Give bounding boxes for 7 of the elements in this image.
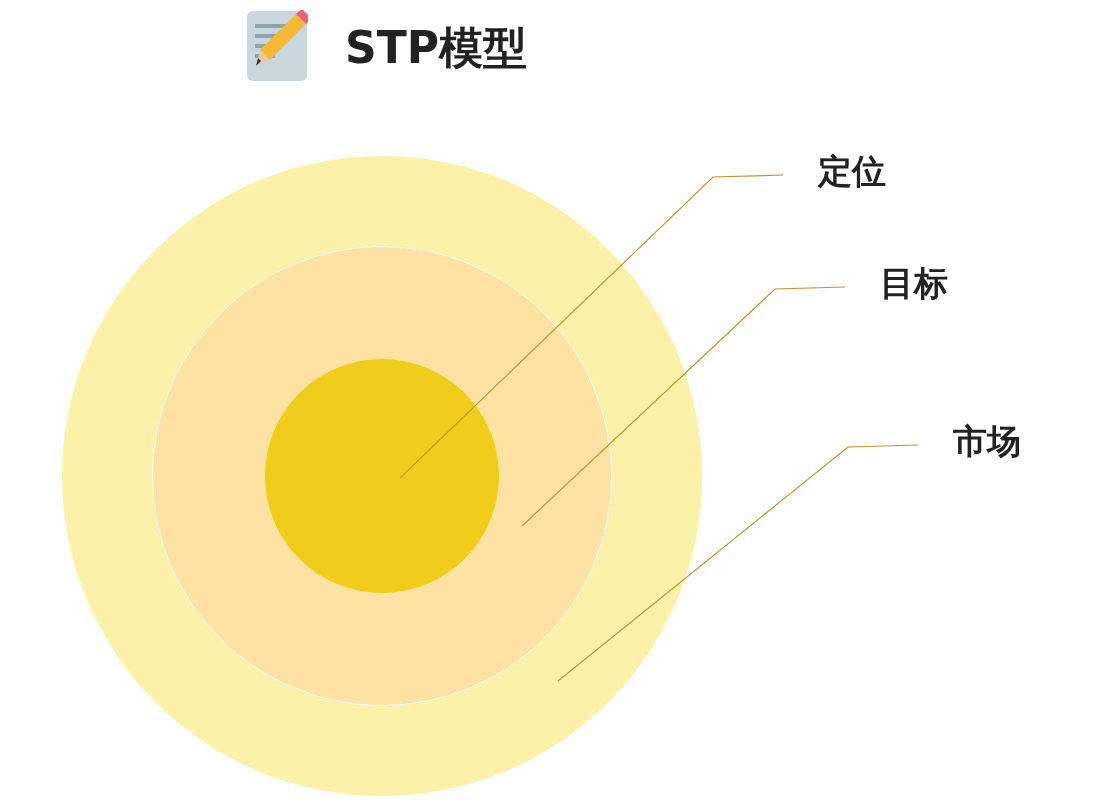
leader-line — [521, 286, 846, 527]
leader-line — [399, 174, 784, 479]
heading-text: STP模型 — [345, 21, 527, 75]
segment-label: 目标 — [880, 263, 948, 303]
segment-label: 市场 — [953, 421, 1021, 461]
segment-label: 定位 — [818, 151, 886, 191]
leader-line — [557, 444, 919, 682]
